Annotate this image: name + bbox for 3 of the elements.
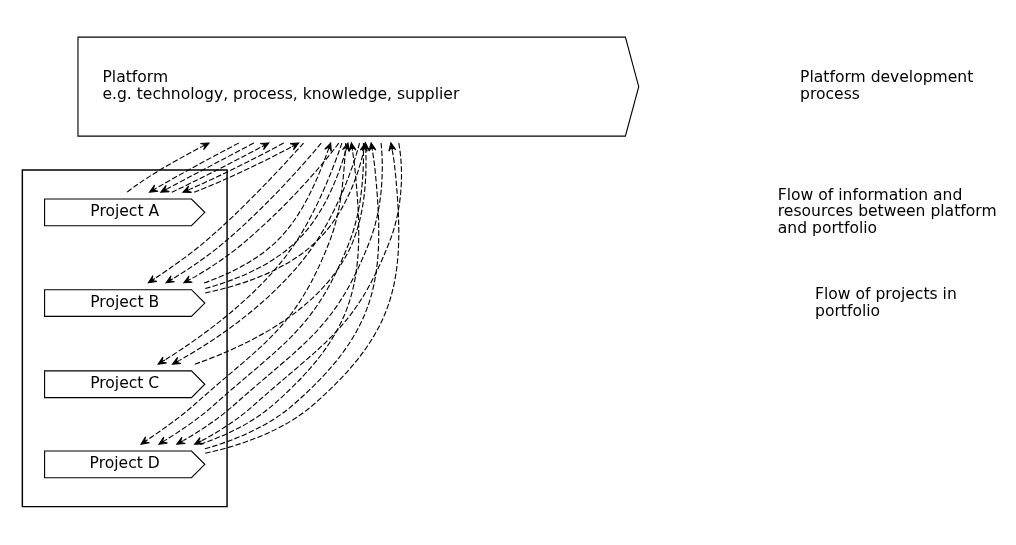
label: Platform development process <box>800 67 974 103</box>
label: Flow of information and resources between platform and portfolio <box>777 185 997 237</box>
label: Flow of projects in portfolio <box>815 284 957 319</box>
